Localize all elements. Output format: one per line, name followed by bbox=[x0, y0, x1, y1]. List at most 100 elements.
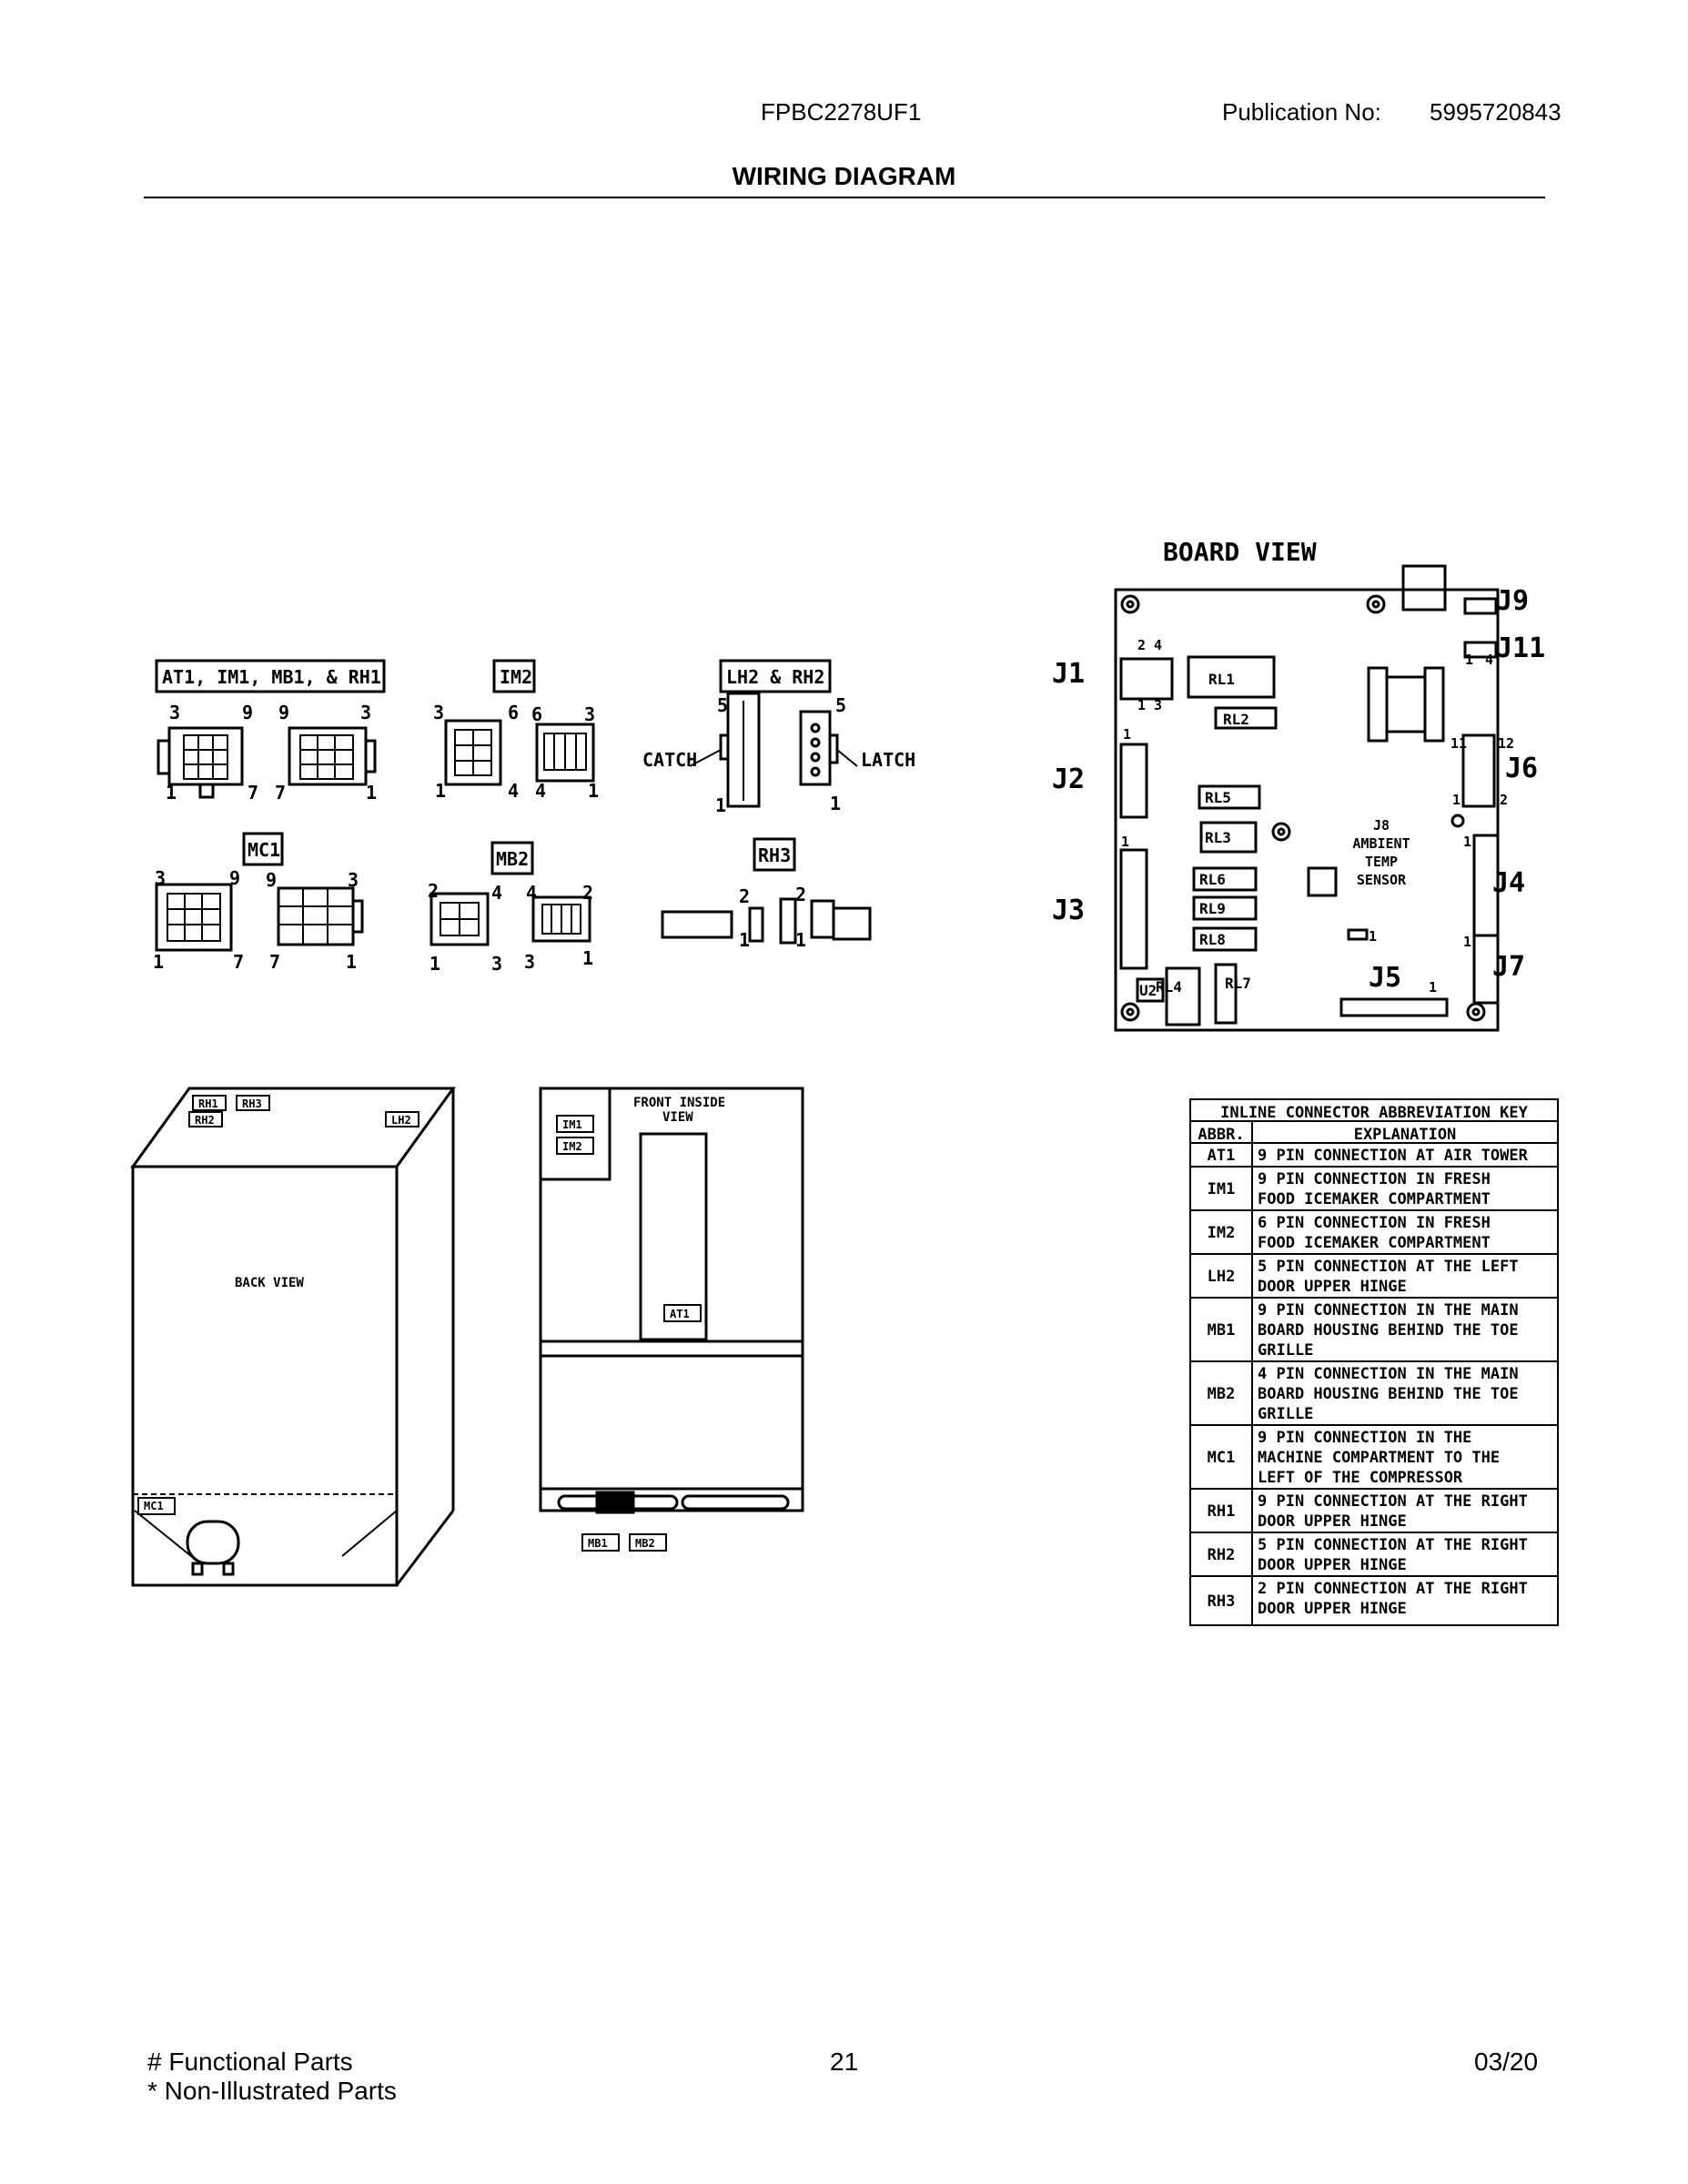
view-label-at1: AT1 bbox=[670, 1308, 690, 1320]
pin-number: 3 bbox=[524, 951, 535, 973]
pin-number: 1 bbox=[166, 782, 177, 804]
key-row-explanation: 5 PIN CONNECTION AT THE LEFT bbox=[1258, 1258, 1519, 1276]
pin-number: 7 bbox=[269, 951, 280, 973]
key-row-explanation: BOARD HOUSING BEHIND THE TOE bbox=[1258, 1321, 1519, 1340]
pin-number: 1 bbox=[1369, 928, 1377, 945]
pin-number: 1 bbox=[346, 951, 357, 973]
connector-details bbox=[155, 659, 872, 952]
pin-number: 2 bbox=[428, 880, 439, 902]
pin-number: 2 bbox=[1500, 792, 1508, 808]
footer-non-illustrated: * Non-Illustrated Parts bbox=[147, 2077, 397, 2105]
front-view-label: VIEW bbox=[662, 1110, 693, 1125]
front-view-label: FRONT INSIDE bbox=[633, 1096, 725, 1110]
control-board bbox=[1114, 564, 1500, 1032]
label-mb2: MB2 bbox=[496, 848, 529, 870]
pin-number: 4 bbox=[535, 780, 546, 802]
sensor-label: J8 bbox=[1373, 817, 1390, 834]
back-view-label: BACK VIEW bbox=[235, 1276, 304, 1290]
pin-number: 1 bbox=[1121, 834, 1129, 850]
key-row-explanation: 5 PIN CONNECTION AT THE RIGHT bbox=[1258, 1536, 1528, 1554]
key-row-explanation: DOOR UPPER HINGE bbox=[1258, 1512, 1407, 1531]
pin-number: 6 bbox=[531, 703, 542, 725]
pin-number: 3 bbox=[169, 702, 180, 723]
jack-j5: J5 bbox=[1369, 962, 1401, 994]
key-row-abbr: IM2 bbox=[1208, 1224, 1236, 1242]
key-row-explanation: DOOR UPPER HINGE bbox=[1258, 1556, 1407, 1574]
pin-number: 3 bbox=[584, 703, 595, 725]
relay-rl1: RL1 bbox=[1208, 671, 1235, 688]
key-table-header: EXPLANATION bbox=[1354, 1126, 1457, 1144]
pin-number: 3 bbox=[348, 869, 359, 891]
pin-number: 4 bbox=[508, 780, 519, 802]
jack-j1: J1 bbox=[1052, 658, 1085, 690]
key-row-abbr: RH1 bbox=[1208, 1502, 1236, 1521]
pin-number: 1 bbox=[582, 947, 593, 969]
view-label-mc1: MC1 bbox=[144, 1500, 164, 1512]
key-row-explanation: FOOD ICEMAKER COMPARTMENT bbox=[1258, 1234, 1491, 1252]
pin-number: 7 bbox=[248, 782, 258, 804]
pin-number: 2 bbox=[1137, 637, 1146, 653]
key-row-abbr: RH2 bbox=[1208, 1546, 1236, 1564]
sensor-label: AMBIENT bbox=[1352, 835, 1410, 852]
view-label-rh2: RH2 bbox=[195, 1114, 215, 1127]
key-row-explanation: 4 PIN CONNECTION IN THE MAIN bbox=[1258, 1365, 1519, 1383]
pin-number: 1 bbox=[1463, 934, 1471, 950]
jack-j11: J11 bbox=[1496, 632, 1545, 664]
pin-number: 5 bbox=[717, 694, 728, 716]
key-table-frame bbox=[1189, 1098, 1559, 1626]
key-row-explanation: 9 PIN CONNECTION IN THE MAIN bbox=[1258, 1301, 1519, 1320]
pin-number: 9 bbox=[229, 867, 240, 889]
pin-number: 4 bbox=[526, 882, 537, 904]
pin-number: 1 bbox=[830, 793, 841, 814]
view-label-mb1: MB1 bbox=[588, 1537, 608, 1550]
jack-j9: J9 bbox=[1496, 585, 1529, 617]
sensor-label: SENSOR bbox=[1357, 872, 1407, 888]
pin-number: 4 bbox=[1485, 652, 1493, 668]
pin-number: 1 bbox=[1123, 726, 1131, 743]
pin-number: 6 bbox=[508, 702, 519, 723]
key-row-explanation: GRILLE bbox=[1258, 1341, 1313, 1360]
chip-u2: U2 bbox=[1139, 982, 1157, 999]
label-im2: IM2 bbox=[500, 666, 532, 688]
pin-number: 3 bbox=[155, 867, 166, 889]
pin-number: 9 bbox=[266, 869, 277, 891]
label-rh3: RH3 bbox=[758, 844, 791, 866]
key-row-explanation: MACHINE COMPARTMENT TO THE bbox=[1258, 1449, 1500, 1467]
publication-label: Publication No: bbox=[1222, 98, 1381, 126]
key-row-abbr: AT1 bbox=[1208, 1147, 1236, 1165]
relay-rl9: RL9 bbox=[1199, 900, 1226, 917]
front-inside-view-cabinet bbox=[539, 1087, 804, 1552]
pin-number: 3 bbox=[433, 702, 444, 723]
pin-number: 4 bbox=[1154, 637, 1162, 653]
pin-number: 9 bbox=[242, 702, 253, 723]
key-row-explanation: DOOR UPPER HINGE bbox=[1258, 1600, 1407, 1618]
pin-number: 1 bbox=[1429, 979, 1437, 996]
key-table-header: ABBR. bbox=[1198, 1126, 1244, 1144]
key-row-explanation: FOOD ICEMAKER COMPARTMENT bbox=[1258, 1190, 1491, 1208]
jack-j4: J4 bbox=[1492, 867, 1525, 899]
pin-number: 2 bbox=[795, 884, 806, 905]
pin-number: 7 bbox=[233, 951, 244, 973]
relay-rl7: RL7 bbox=[1225, 975, 1251, 992]
pin-number: 12 bbox=[1498, 735, 1514, 752]
key-table-title: INLINE CONNECTOR ABBREVIATION KEY bbox=[1220, 1104, 1529, 1122]
publication-number: 5995720843 bbox=[1430, 98, 1562, 126]
key-row-explanation: 2 PIN CONNECTION AT THE RIGHT bbox=[1258, 1580, 1528, 1598]
footer-date: 03/20 bbox=[1474, 2048, 1539, 2076]
jack-j3: J3 bbox=[1052, 895, 1085, 926]
view-label-rh3: RH3 bbox=[242, 1097, 262, 1110]
key-row-abbr: RH3 bbox=[1208, 1592, 1236, 1611]
pin-number: 1 bbox=[430, 953, 440, 975]
key-row-abbr: LH2 bbox=[1208, 1268, 1236, 1286]
pin-number: 11 bbox=[1450, 735, 1467, 752]
pin-number: 1 bbox=[1452, 792, 1461, 808]
label-at1-group: AT1, IM1, MB1, & RH1 bbox=[162, 666, 381, 688]
board-view-title: BOARD VIEW bbox=[1163, 537, 1317, 567]
sensor-label: TEMP bbox=[1365, 854, 1398, 870]
pin-number: 9 bbox=[278, 702, 289, 723]
key-row-explanation: DOOR UPPER HINGE bbox=[1258, 1278, 1407, 1296]
relay-rl3: RL3 bbox=[1205, 829, 1231, 846]
key-row-explanation: 9 PIN CONNECTION AT AIR TOWER bbox=[1258, 1147, 1529, 1165]
key-row-explanation: 9 PIN CONNECTION IN THE bbox=[1258, 1429, 1471, 1447]
